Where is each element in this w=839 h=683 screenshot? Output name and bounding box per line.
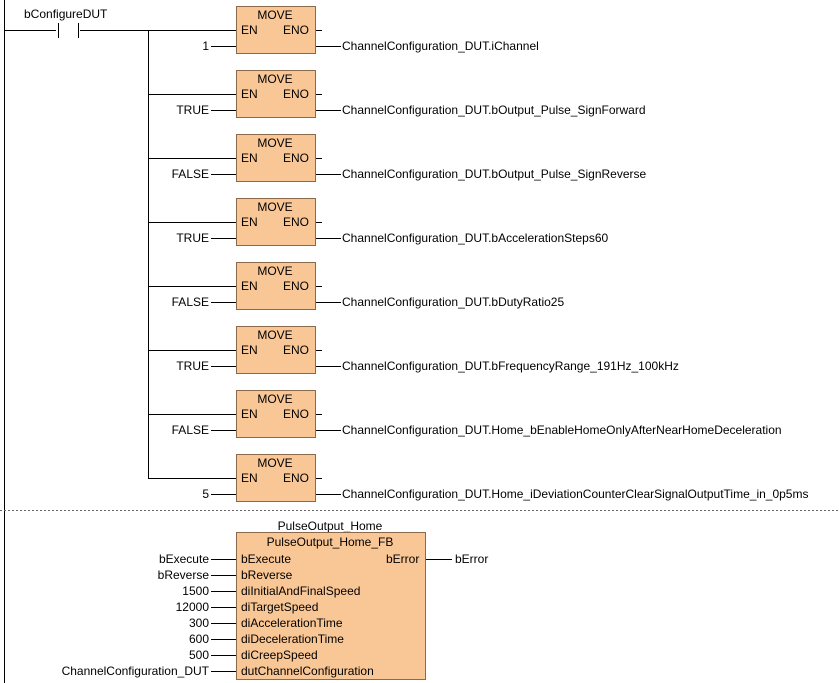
fb-input-variable[interactable]: 600 — [189, 632, 209, 646]
fb-input-row: ChannelConfiguration_DUT dutChannelConfig… — [62, 664, 374, 678]
en-pin: EN — [241, 23, 258, 37]
eno-pin: ENO — [283, 279, 309, 293]
fb-input-variable[interactable]: ChannelConfiguration_DUT — [62, 664, 210, 678]
fb-output-variable[interactable]: bError — [455, 552, 488, 566]
fb-input-pin: diInitialAndFinalSpeed — [241, 584, 360, 598]
fb-input-pin: bReverse — [241, 568, 293, 582]
move-title: MOVE — [257, 264, 292, 278]
move-input-value[interactable]: TRUE — [176, 103, 209, 117]
fb-input-pin: diTargetSpeed — [241, 600, 318, 614]
fb-input-row: 12000 diTargetSpeed — [176, 600, 319, 614]
fb-input-pin: diCreepSpeed — [241, 648, 318, 662]
move-output-variable[interactable]: ChannelConfiguration_DUT.Home_iDeviation… — [342, 487, 808, 501]
fb-input-pin: diDecelerationTime — [241, 632, 344, 646]
move-box[interactable] — [236, 390, 316, 438]
eno-pin: ENO — [283, 471, 309, 485]
move-title: MOVE — [257, 8, 292, 22]
move-box[interactable] — [236, 454, 316, 502]
move-output-variable[interactable]: ChannelConfiguration_DUT.bOutput_Pulse_S… — [342, 167, 647, 181]
move-input-value[interactable]: 1 — [202, 39, 209, 53]
move-title: MOVE — [257, 328, 292, 342]
fb-input-pin: dutChannelConfiguration — [241, 664, 374, 678]
en-pin: EN — [241, 471, 258, 485]
move-title: MOVE — [257, 136, 292, 150]
en-pin: EN — [241, 407, 258, 421]
fb-input-row: bExecute bExecute — [159, 552, 291, 566]
contact-label[interactable]: bConfigureDUT — [24, 7, 108, 21]
move-output-variable[interactable]: ChannelConfiguration_DUT.iChannel — [342, 39, 539, 53]
fb-input-row: 300 diAccelerationTime — [189, 616, 343, 630]
move-input-value[interactable]: FALSE — [172, 423, 209, 437]
fb-output-pin: bError — [386, 552, 419, 566]
move-input-value[interactable]: FALSE — [172, 167, 209, 181]
move-box[interactable] — [236, 6, 316, 54]
move-box[interactable] — [236, 326, 316, 374]
move-input-value[interactable]: FALSE — [172, 295, 209, 309]
eno-pin: ENO — [283, 23, 309, 37]
fb-input-variable[interactable]: bReverse — [158, 568, 210, 582]
move-output-variable[interactable]: ChannelConfiguration_DUT.bDutyRatio25 — [342, 295, 564, 309]
en-pin: EN — [241, 151, 258, 165]
en-pin: EN — [241, 87, 258, 101]
move-title: MOVE — [257, 72, 292, 86]
move-box[interactable] — [236, 262, 316, 310]
fb-type-name: PulseOutput_Home_FB — [267, 535, 394, 549]
fb-input-row: 500 diCreepSpeed — [189, 648, 318, 662]
fb-inputs-group: bExecute bExecute bReverse bReverse 1500 diIn… — [62, 552, 374, 678]
en-pin: EN — [241, 279, 258, 293]
move-input-value[interactable]: TRUE — [176, 359, 209, 373]
move-output-variable[interactable]: ChannelConfiguration_DUT.Home_bEnableHom… — [342, 423, 782, 437]
fb-input-pin: diAccelerationTime — [241, 616, 343, 630]
function-block[interactable] — [236, 532, 426, 680]
fb-input-pin: bExecute — [241, 552, 291, 566]
eno-pin: ENO — [283, 343, 309, 357]
eno-pin: ENO — [283, 87, 309, 101]
fb-input-row: bReverse bReverse — [158, 568, 293, 582]
move-input-value[interactable]: 5 — [202, 487, 209, 501]
fb-input-variable[interactable]: 500 — [189, 648, 209, 662]
fb-input-variable[interactable]: 12000 — [176, 600, 210, 614]
fb-input-variable[interactable]: bExecute — [159, 552, 209, 566]
move-title: MOVE — [257, 392, 292, 406]
eno-pin: ENO — [283, 407, 309, 421]
move-box[interactable] — [236, 70, 316, 118]
fb-input-row: 1500 diInitialAndFinalSpeed — [182, 584, 360, 598]
move-output-variable[interactable]: ChannelConfiguration_DUT.bFrequencyRange… — [342, 359, 679, 373]
normally-open-contact[interactable] — [58, 23, 79, 38]
move-title: MOVE — [257, 456, 292, 470]
fb-instance-name[interactable]: PulseOutput_Home — [278, 519, 383, 533]
move-box[interactable] — [236, 134, 316, 182]
move-box[interactable] — [236, 198, 316, 246]
en-pin: EN — [241, 215, 258, 229]
move-output-variable[interactable]: ChannelConfiguration_DUT.bAccelerationSt… — [342, 231, 608, 245]
fb-input-variable[interactable]: 300 — [189, 616, 209, 630]
move-title: MOVE — [257, 200, 292, 214]
eno-pin: ENO — [283, 215, 309, 229]
en-pin: EN — [241, 343, 258, 357]
eno-pin: ENO — [283, 151, 309, 165]
move-input-value[interactable]: TRUE — [176, 231, 209, 245]
fb-input-variable[interactable]: 1500 — [182, 584, 209, 598]
fb-input-row: 600 diDecelerationTime — [189, 632, 344, 646]
move-output-variable[interactable]: ChannelConfiguration_DUT.bOutput_Pulse_S… — [342, 103, 646, 117]
